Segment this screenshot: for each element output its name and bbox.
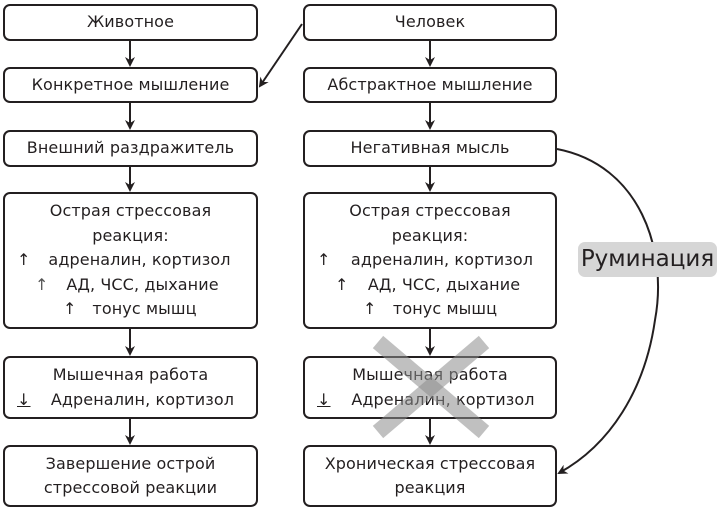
arrow-up-icon: ↑ xyxy=(335,274,349,294)
animal-box: Животное xyxy=(3,4,258,41)
arrow-human-to-concrete xyxy=(258,23,303,88)
completion-line-2: стрессовой реакции xyxy=(43,478,218,497)
human-box: Человек xyxy=(303,4,557,41)
negative-thought-label: Негативная мысль xyxy=(350,138,510,158)
acute-stress-box-right: Острая стрессовая реакция: ↑ адреналин, … xyxy=(303,192,557,329)
acute-stress-item-text: адреналин, кортизол xyxy=(48,250,231,270)
acute-stress-item: ↑ тонус мышц xyxy=(305,297,555,322)
arrow-up-icon: ↑ xyxy=(35,274,49,294)
acute-stress-title-1: Острая стрессовая xyxy=(49,201,212,221)
muscle-work-item: ↓ Адреналин, кортизол xyxy=(305,388,555,413)
chronic-line-1: Хроническая стрессовая xyxy=(324,453,536,473)
arrow-down-icon: ↓ xyxy=(17,389,31,409)
acute-stress-item-text: адреналин, кортизол xyxy=(350,250,534,270)
human-label: Человек xyxy=(394,12,466,32)
muscle-work-item: ↓ Адреналин, кортизол xyxy=(5,388,256,413)
arrow-down-icon: ↓ xyxy=(317,389,331,409)
concrete-thinking-box: Конкретное мышление xyxy=(3,67,258,103)
acute-stress-item-text: тонус мышц xyxy=(92,299,197,319)
rumination-label: Руминация xyxy=(578,242,717,277)
external-stimulus-box: Внешний раздражитель xyxy=(3,130,258,167)
arrow-up-icon: ↑ xyxy=(17,250,31,270)
acute-stress-item: ↑ тонус мышц xyxy=(5,297,256,322)
rumination-curve xyxy=(556,148,659,474)
arrow-up-icon: ↑ xyxy=(63,299,77,319)
muscle-work-box-right: Мышечная работа ↓ Адреналин, кортизол xyxy=(303,356,557,419)
negative-thought-box: Негативная мысль xyxy=(303,130,557,167)
chronic-stress-box: Хроническая стрессовая реакция xyxy=(303,445,557,507)
acute-stress-title-2: реакция: xyxy=(391,225,469,245)
acute-stress-title-1: Острая стрессовая xyxy=(349,201,511,221)
muscle-work-title: Мышечная работа xyxy=(52,365,209,384)
chronic-line-2: реакция xyxy=(394,478,466,497)
arrow-up-icon: ↑ xyxy=(317,250,331,270)
abstract-thinking-box: Абстрактное мышление xyxy=(303,67,557,103)
acute-stress-item: ↑ адреналин, кортизол xyxy=(5,248,256,273)
acute-stress-title-2: реакция: xyxy=(92,225,169,245)
completion-box: Завершение острой стрессовой реакции xyxy=(3,445,258,507)
abstract-thinking-label: Абстрактное мышление xyxy=(327,74,533,94)
acute-stress-item: ↑ АД, ЧСС, дыхание xyxy=(5,273,256,298)
acute-stress-item-text: тонус мышц xyxy=(392,299,498,319)
arrow-up-icon: ↑ xyxy=(363,299,377,319)
muscle-work-box-left: Мышечная работа ↓ Адреналин, кортизол xyxy=(3,356,258,419)
external-stimulus-label: Внешний раздражитель xyxy=(26,138,235,158)
animal-label: Животное xyxy=(86,12,175,32)
acute-stress-item: ↑ АД, ЧСС, дыхание xyxy=(305,273,555,298)
muscle-work-item-text: Адреналин, кортизол xyxy=(351,389,535,409)
concrete-thinking-label: Конкретное мышление xyxy=(31,74,230,94)
acute-stress-item: ↑ адреналин, кортизол xyxy=(305,248,555,273)
muscle-work-item-text: Адреналин, кортизол xyxy=(50,389,235,409)
acute-stress-item-text: АД, ЧСС, дыхание xyxy=(66,274,219,294)
completion-line-1: Завершение острой xyxy=(45,453,216,473)
acute-stress-item-text: АД, ЧСС, дыхание xyxy=(367,274,521,294)
acute-stress-box-left: Острая стрессовая реакция: ↑ адреналин, … xyxy=(3,192,258,329)
muscle-work-title: Мышечная работа xyxy=(352,365,508,384)
